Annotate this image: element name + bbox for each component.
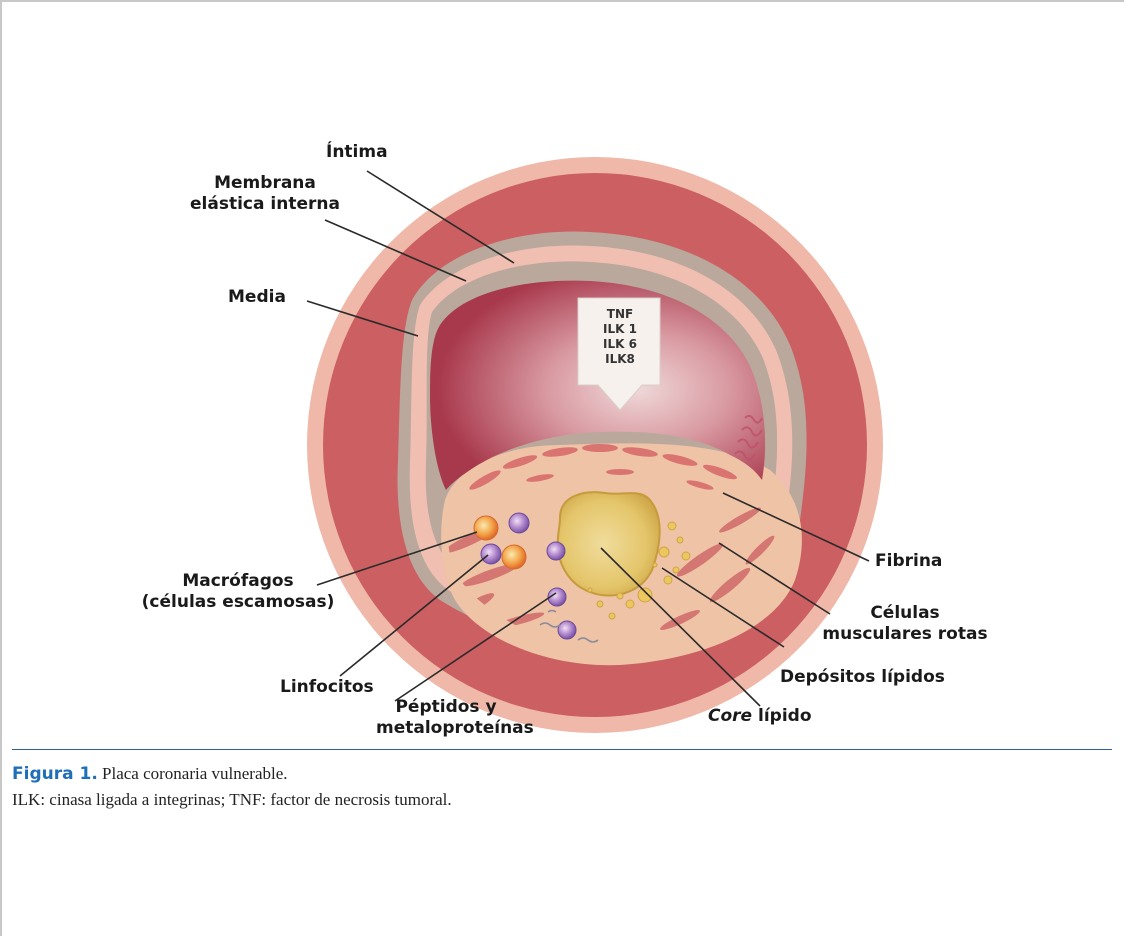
label-membrana-line2: elástica interna xyxy=(190,194,340,215)
label-peptidos-line1: Péptidos y xyxy=(376,697,516,718)
label-core-rest: lípido xyxy=(752,706,811,726)
caption-line1: Figura 1. Placa coronaria vulnerable. xyxy=(12,761,452,787)
figure-label: Figura 1. xyxy=(12,764,98,784)
label-linfocitos: Linfocitos xyxy=(280,677,374,698)
caption-divider xyxy=(12,749,1112,750)
label-celulas-line1: Células xyxy=(820,603,990,624)
label-peptidos: Péptidos y metaloproteínas xyxy=(376,697,516,739)
cytokine-ilk8: ILK8 xyxy=(590,352,650,367)
label-macrofagos: Macrófagos (células escamosas) xyxy=(138,571,338,613)
cytokine-ilk1: ILK 1 xyxy=(590,322,650,337)
label-macrofagos-line2: (células escamosas) xyxy=(138,592,338,613)
caption-title: Placa coronaria vulnerable. xyxy=(98,764,288,783)
label-media: Media xyxy=(228,287,286,308)
label-macrofagos-line1: Macrófagos xyxy=(138,571,338,592)
label-core-italic: Core xyxy=(708,706,752,726)
label-intima: Íntima xyxy=(326,142,388,163)
cytokine-ilk6: ILK 6 xyxy=(590,337,650,352)
label-celulas-line2: musculares rotas xyxy=(820,624,990,645)
label-celulas: Células musculares rotas xyxy=(820,603,990,645)
label-peptidos-line2: metaloproteínas xyxy=(376,718,516,739)
label-depositos: Depósitos lípidos xyxy=(780,667,945,688)
figure-caption: Figura 1. Placa coronaria vulnerable. IL… xyxy=(12,761,452,812)
cytokine-box: TNF ILK 1 ILK 6 ILK8 xyxy=(590,307,650,367)
label-membrana-line1: Membrana xyxy=(190,173,340,194)
label-membrana: Membrana elástica interna xyxy=(190,173,340,215)
label-core-lipido: Core lípido xyxy=(708,706,812,727)
caption-note: ILK: cinasa ligada a integrinas; TNF: fa… xyxy=(12,787,452,812)
label-fibrina: Fibrina xyxy=(875,551,942,572)
cytokine-tnf: TNF xyxy=(590,307,650,322)
lipid-core xyxy=(558,492,660,595)
